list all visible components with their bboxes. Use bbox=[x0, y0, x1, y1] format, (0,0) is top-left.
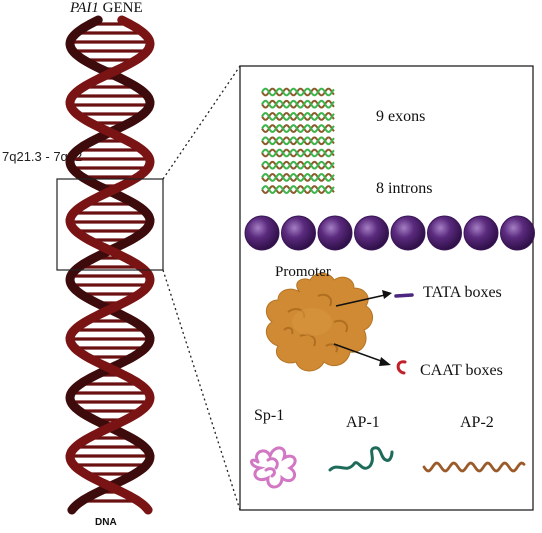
tata-box-icon bbox=[394, 293, 414, 298]
bead bbox=[500, 215, 535, 251]
dna-strand-front bbox=[65, 15, 155, 515]
exon-strand bbox=[261, 124, 335, 133]
ap2-wave-path bbox=[422, 461, 526, 473]
ap2-label: AP-2 bbox=[460, 414, 494, 431]
intron-strand bbox=[261, 160, 335, 170]
introns-label: 8 introns bbox=[376, 180, 433, 197]
intron-strand bbox=[261, 99, 335, 109]
exon-intron-waves bbox=[261, 87, 335, 194]
bead bbox=[390, 215, 426, 251]
sp1-label: Sp-1 bbox=[254, 407, 285, 424]
intron-strand bbox=[261, 136, 335, 146]
exon-strand bbox=[261, 136, 335, 146]
intron-strand bbox=[261, 87, 335, 97]
promoter-label: Promoter bbox=[275, 264, 331, 280]
tata-label: TATA boxes bbox=[423, 284, 502, 301]
caat-arrowhead bbox=[379, 357, 391, 366]
bead bbox=[244, 215, 280, 251]
exon-strand bbox=[261, 185, 335, 194]
zoom-line-top bbox=[162, 65, 241, 180]
intron-strand bbox=[261, 124, 335, 133]
bead bbox=[281, 215, 316, 251]
bead bbox=[317, 215, 353, 251]
zoom-line-bottom bbox=[162, 269, 241, 511]
exon-strand bbox=[261, 112, 335, 121]
intron-strand bbox=[261, 148, 335, 158]
intron-strand bbox=[261, 112, 335, 121]
bead bbox=[354, 215, 389, 251]
ap2-factor-icon bbox=[422, 461, 526, 473]
exons-label: 9 exons bbox=[376, 108, 426, 125]
tata-arrowhead bbox=[382, 290, 392, 299]
exon-strand bbox=[261, 87, 335, 97]
ap1-label: AP-1 bbox=[346, 414, 380, 431]
promoter-blob bbox=[265, 272, 373, 372]
caat-arrow bbox=[333, 343, 385, 363]
bead bbox=[427, 215, 462, 251]
gene-title-suffix: GENE bbox=[98, 0, 143, 16]
ap1-factor-icon bbox=[328, 446, 394, 472]
gene-name: PAI1 bbox=[70, 0, 99, 16]
exon-strand bbox=[261, 99, 335, 109]
locus-label: 7q21.3 - 7q22 bbox=[2, 149, 83, 164]
exon-strand bbox=[261, 173, 335, 182]
caat-box-icon bbox=[396, 360, 407, 375]
tata-arrow bbox=[335, 294, 386, 307]
caat-label: CAAT boxes bbox=[420, 362, 503, 379]
intron-strand bbox=[261, 173, 335, 182]
zoom-selection-box bbox=[56, 178, 164, 271]
bead bbox=[463, 215, 499, 251]
exon-strand bbox=[261, 148, 335, 158]
exon-strand bbox=[261, 160, 335, 170]
sp1-factor-icon bbox=[250, 446, 297, 489]
dna-helix bbox=[65, 15, 155, 515]
gene-title: PAI1 GENE bbox=[70, 0, 143, 17]
intron-strand bbox=[261, 185, 335, 194]
nucleosome-beads bbox=[244, 215, 535, 251]
dna-label: DNA bbox=[95, 517, 117, 528]
